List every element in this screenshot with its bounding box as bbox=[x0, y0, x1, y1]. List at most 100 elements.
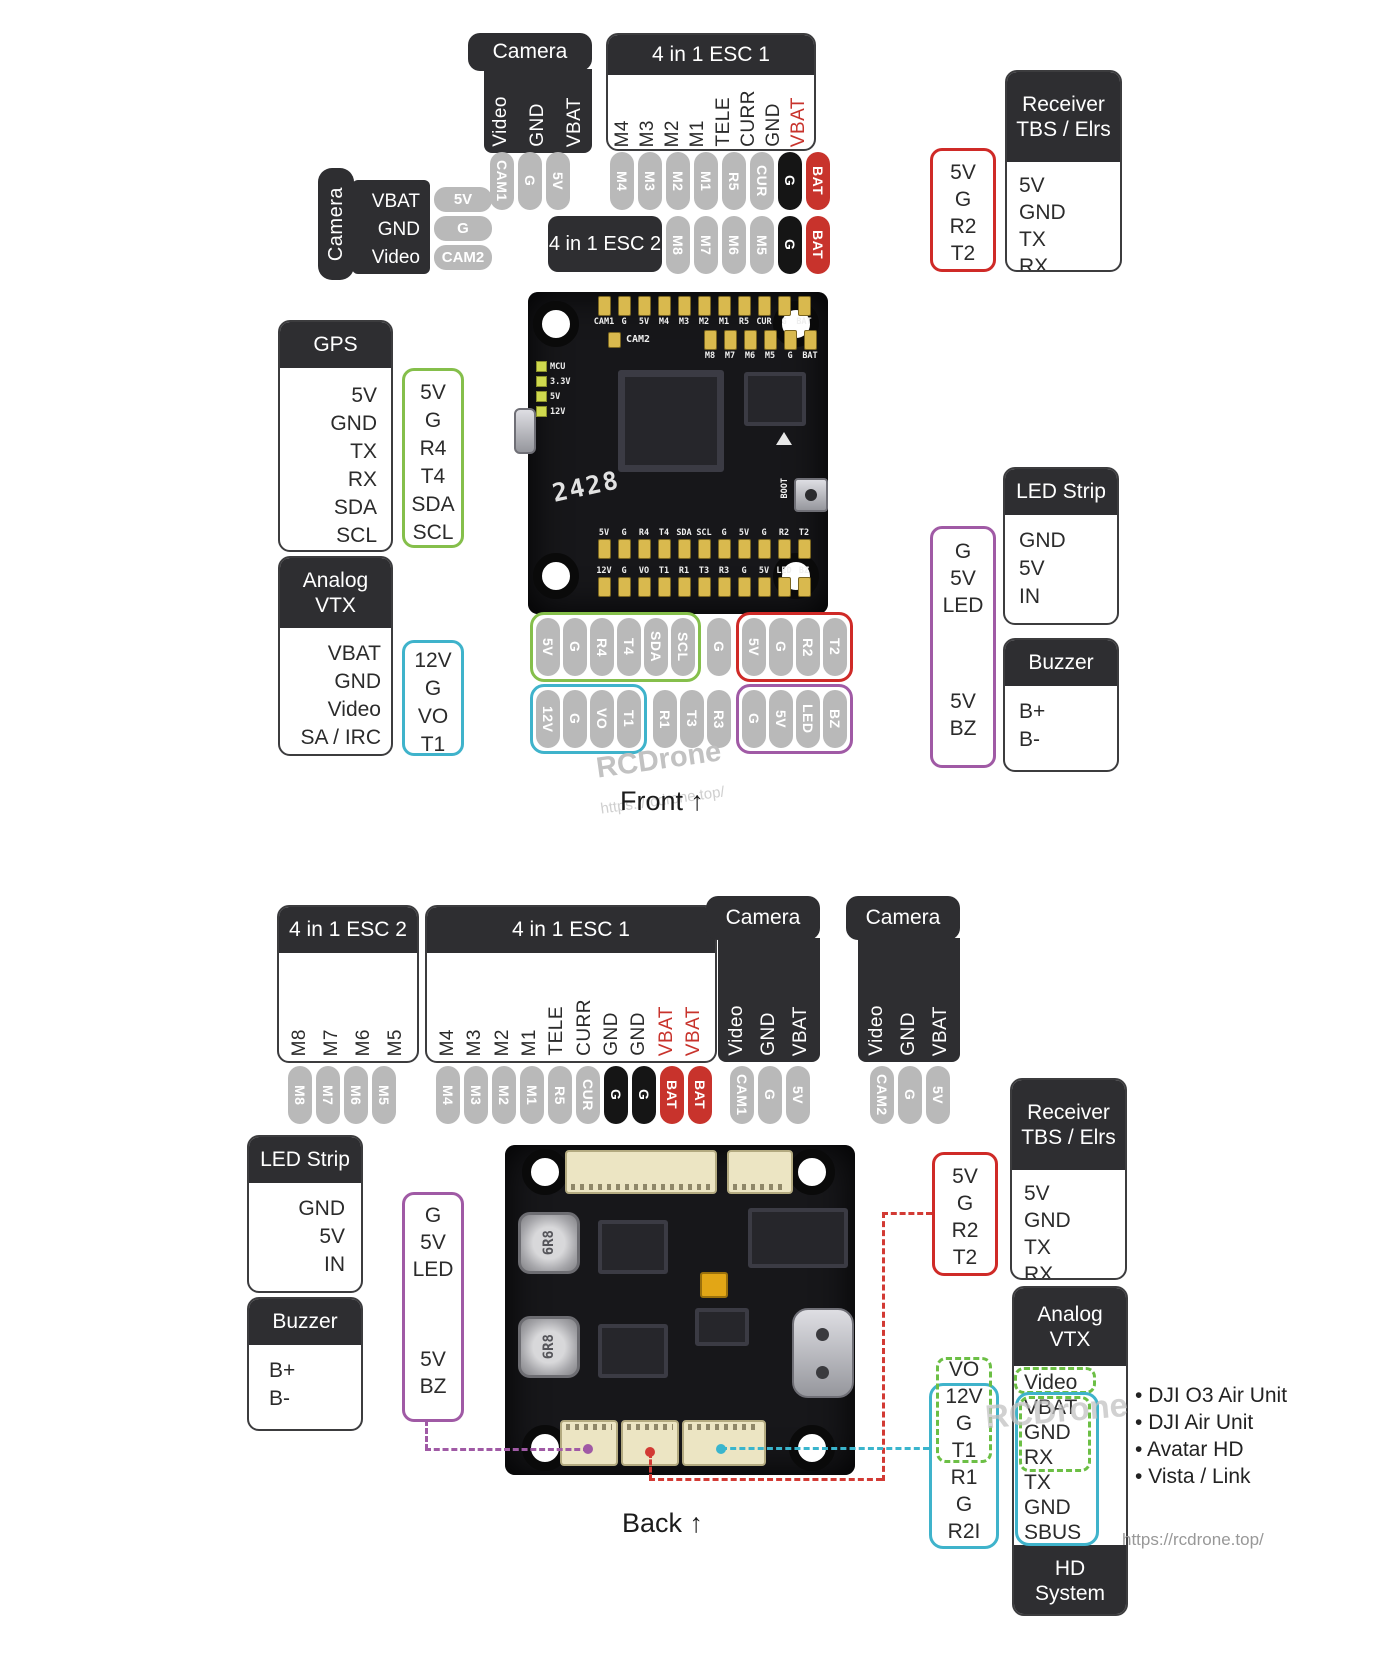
solder-pad bbox=[657, 577, 671, 597]
pin-pill: G bbox=[434, 216, 492, 241]
pin-pill: VO bbox=[590, 690, 614, 748]
jst-connector-top-large bbox=[565, 1150, 717, 1194]
mounting-hole bbox=[789, 1149, 835, 1195]
pin-row: TX bbox=[1024, 1471, 1051, 1494]
solder-pad bbox=[657, 296, 671, 316]
pin-row: TX bbox=[350, 440, 377, 463]
pin-row: GND bbox=[1024, 1496, 1071, 1519]
pad-column: 12V bbox=[594, 566, 614, 597]
camera1-back-title: Camera bbox=[725, 906, 801, 929]
pin-row: R2 bbox=[951, 1219, 979, 1242]
esc1-front-panel: 4 in 1 ESC 1 bbox=[606, 33, 816, 151]
pin-pill: T2 bbox=[823, 618, 847, 676]
esc2-back-title: 4 in 1 ESC 2 bbox=[289, 918, 407, 942]
pin-row: 5V bbox=[319, 1225, 345, 1248]
pin-row: 5V bbox=[1019, 174, 1045, 197]
pin-row: 5V bbox=[950, 690, 976, 713]
silkscreen-label: M4 bbox=[658, 317, 670, 327]
solder-pad bbox=[697, 296, 711, 316]
orientation-arrow-icon bbox=[776, 432, 792, 445]
pin-row: Video bbox=[1024, 1371, 1078, 1394]
pin-row: VO bbox=[417, 705, 449, 728]
analog-vtx-front-title2: VTX bbox=[315, 594, 356, 617]
pin-row: G bbox=[954, 188, 972, 211]
esc1-back-title: 4 in 1 ESC 1 bbox=[512, 918, 630, 942]
wire-red-dashed bbox=[649, 1452, 652, 1480]
led-buzzer-pinbox-back bbox=[402, 1192, 464, 1422]
pin-row: G bbox=[424, 1204, 442, 1227]
solder-pad bbox=[597, 296, 611, 316]
silkscreen-label: T3 bbox=[698, 566, 710, 576]
compat-item: Vista / Link bbox=[1135, 1463, 1287, 1490]
solder-pad bbox=[677, 539, 691, 559]
pin-row: LED bbox=[412, 1258, 454, 1281]
pin-pill: M7 bbox=[694, 216, 718, 274]
solder-pad bbox=[617, 577, 631, 597]
pin-row: T1 bbox=[951, 1439, 977, 1462]
pin-label: GND bbox=[898, 1012, 919, 1056]
pin-label: VBAT bbox=[655, 1005, 677, 1056]
jst-connector-bottom-middle bbox=[621, 1420, 679, 1466]
silkscreen-label: M8 bbox=[704, 351, 716, 361]
jst-connector-bottom-left bbox=[560, 1420, 618, 1466]
regulator-chip bbox=[598, 1220, 668, 1274]
solder-pad bbox=[803, 330, 817, 350]
pad-column: SCL bbox=[694, 528, 714, 559]
pin-pill: 5V bbox=[769, 690, 793, 748]
pin-row: VO bbox=[948, 1358, 980, 1381]
compat-item: Avatar HD bbox=[1135, 1436, 1287, 1463]
silkscreen-label: BAT bbox=[796, 317, 812, 327]
solder-pad bbox=[797, 296, 811, 316]
pin-row: 12V bbox=[414, 649, 452, 672]
camera2-back-body bbox=[858, 938, 960, 1062]
pin-pill: 5V bbox=[546, 152, 570, 210]
pin-row: VBAT bbox=[371, 191, 420, 212]
pin-pill: T1 bbox=[617, 690, 641, 748]
camera-top-body bbox=[484, 69, 592, 153]
pin-row: Video bbox=[371, 247, 420, 268]
solder-pad bbox=[717, 539, 731, 559]
pin-row: T2 bbox=[950, 242, 976, 265]
pin-row: T1 bbox=[420, 733, 446, 756]
buzzer-front-title: Buzzer bbox=[1028, 651, 1094, 675]
silkscreen-label: G bbox=[621, 566, 627, 576]
silkscreen-label: G bbox=[741, 566, 747, 576]
pin-row: B- bbox=[269, 1387, 290, 1410]
pin-pill: 5V bbox=[742, 618, 766, 676]
pin-pill: R5 bbox=[548, 1066, 572, 1124]
silkscreen-label: M1 bbox=[718, 317, 730, 327]
solder-pad bbox=[757, 539, 771, 559]
pad-column: T3 bbox=[694, 566, 714, 597]
pad-column: M8 bbox=[700, 330, 720, 361]
pin-label: GND bbox=[527, 103, 548, 147]
pad-column: 5V bbox=[594, 528, 614, 559]
pin-row: G bbox=[955, 1412, 973, 1435]
pin-row: 5V bbox=[420, 1231, 446, 1254]
hd-system-footer: HD System bbox=[1014, 1545, 1126, 1614]
boot-label: BOOT bbox=[780, 478, 790, 499]
pin-label: CURR bbox=[573, 999, 595, 1056]
pin-row: IN bbox=[1019, 585, 1040, 608]
pin-label: M7 bbox=[321, 1028, 342, 1056]
pin-row: G bbox=[954, 540, 972, 563]
silkscreen-label: VO bbox=[638, 566, 650, 576]
pin-pill: M2 bbox=[666, 152, 690, 210]
silkscreen-label: T2 bbox=[798, 528, 810, 538]
pin-row: VBAT bbox=[327, 642, 381, 665]
pin-row: VBAT bbox=[1024, 1396, 1078, 1419]
mounting-hole bbox=[533, 301, 579, 347]
pin-pill: G bbox=[778, 152, 802, 210]
pin-row: GND bbox=[1019, 201, 1066, 224]
